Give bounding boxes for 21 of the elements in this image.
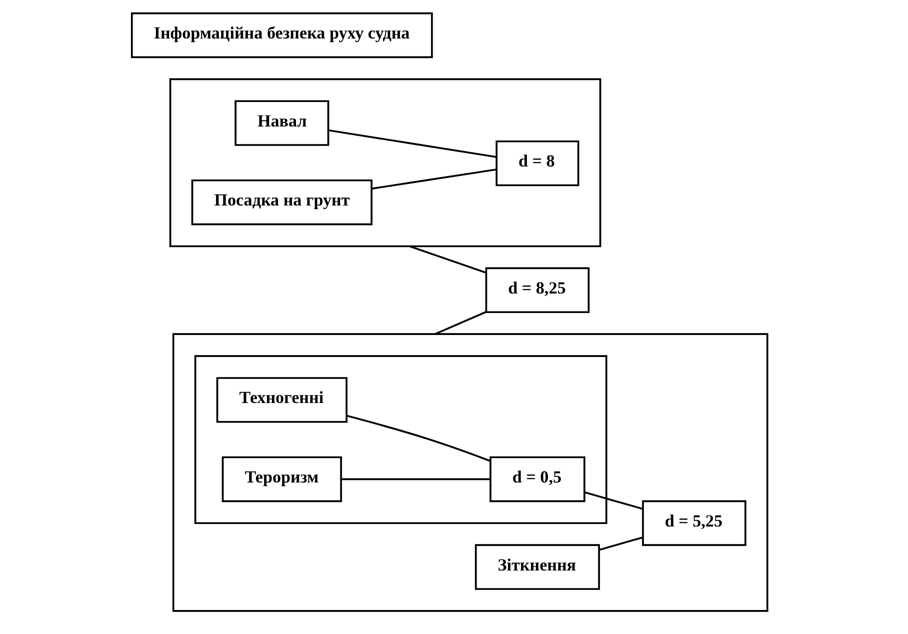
connector xyxy=(408,245,486,274)
node-box: Техногенні xyxy=(216,377,347,423)
node-box: d = 8 xyxy=(495,140,579,186)
connector xyxy=(340,478,490,480)
connector xyxy=(371,168,496,190)
connector xyxy=(598,536,642,551)
cluster xyxy=(168,78,601,248)
node-box: Тероризм xyxy=(221,456,342,502)
connector xyxy=(346,414,490,462)
connector xyxy=(328,129,496,158)
cluster xyxy=(194,355,607,524)
cluster xyxy=(172,333,768,612)
node-box: Інформаційна безпека руху судна xyxy=(130,12,432,58)
node-box: d = 5,25 xyxy=(642,500,746,546)
connector xyxy=(434,311,486,335)
connector xyxy=(584,491,642,510)
node-box: Посадка на грунт xyxy=(190,179,372,226)
node-box: d = 0,5 xyxy=(489,456,585,502)
node-box: Навал xyxy=(234,100,329,146)
node-box: d = 8,25 xyxy=(484,267,590,314)
node-box: Зіткнення xyxy=(474,544,600,590)
